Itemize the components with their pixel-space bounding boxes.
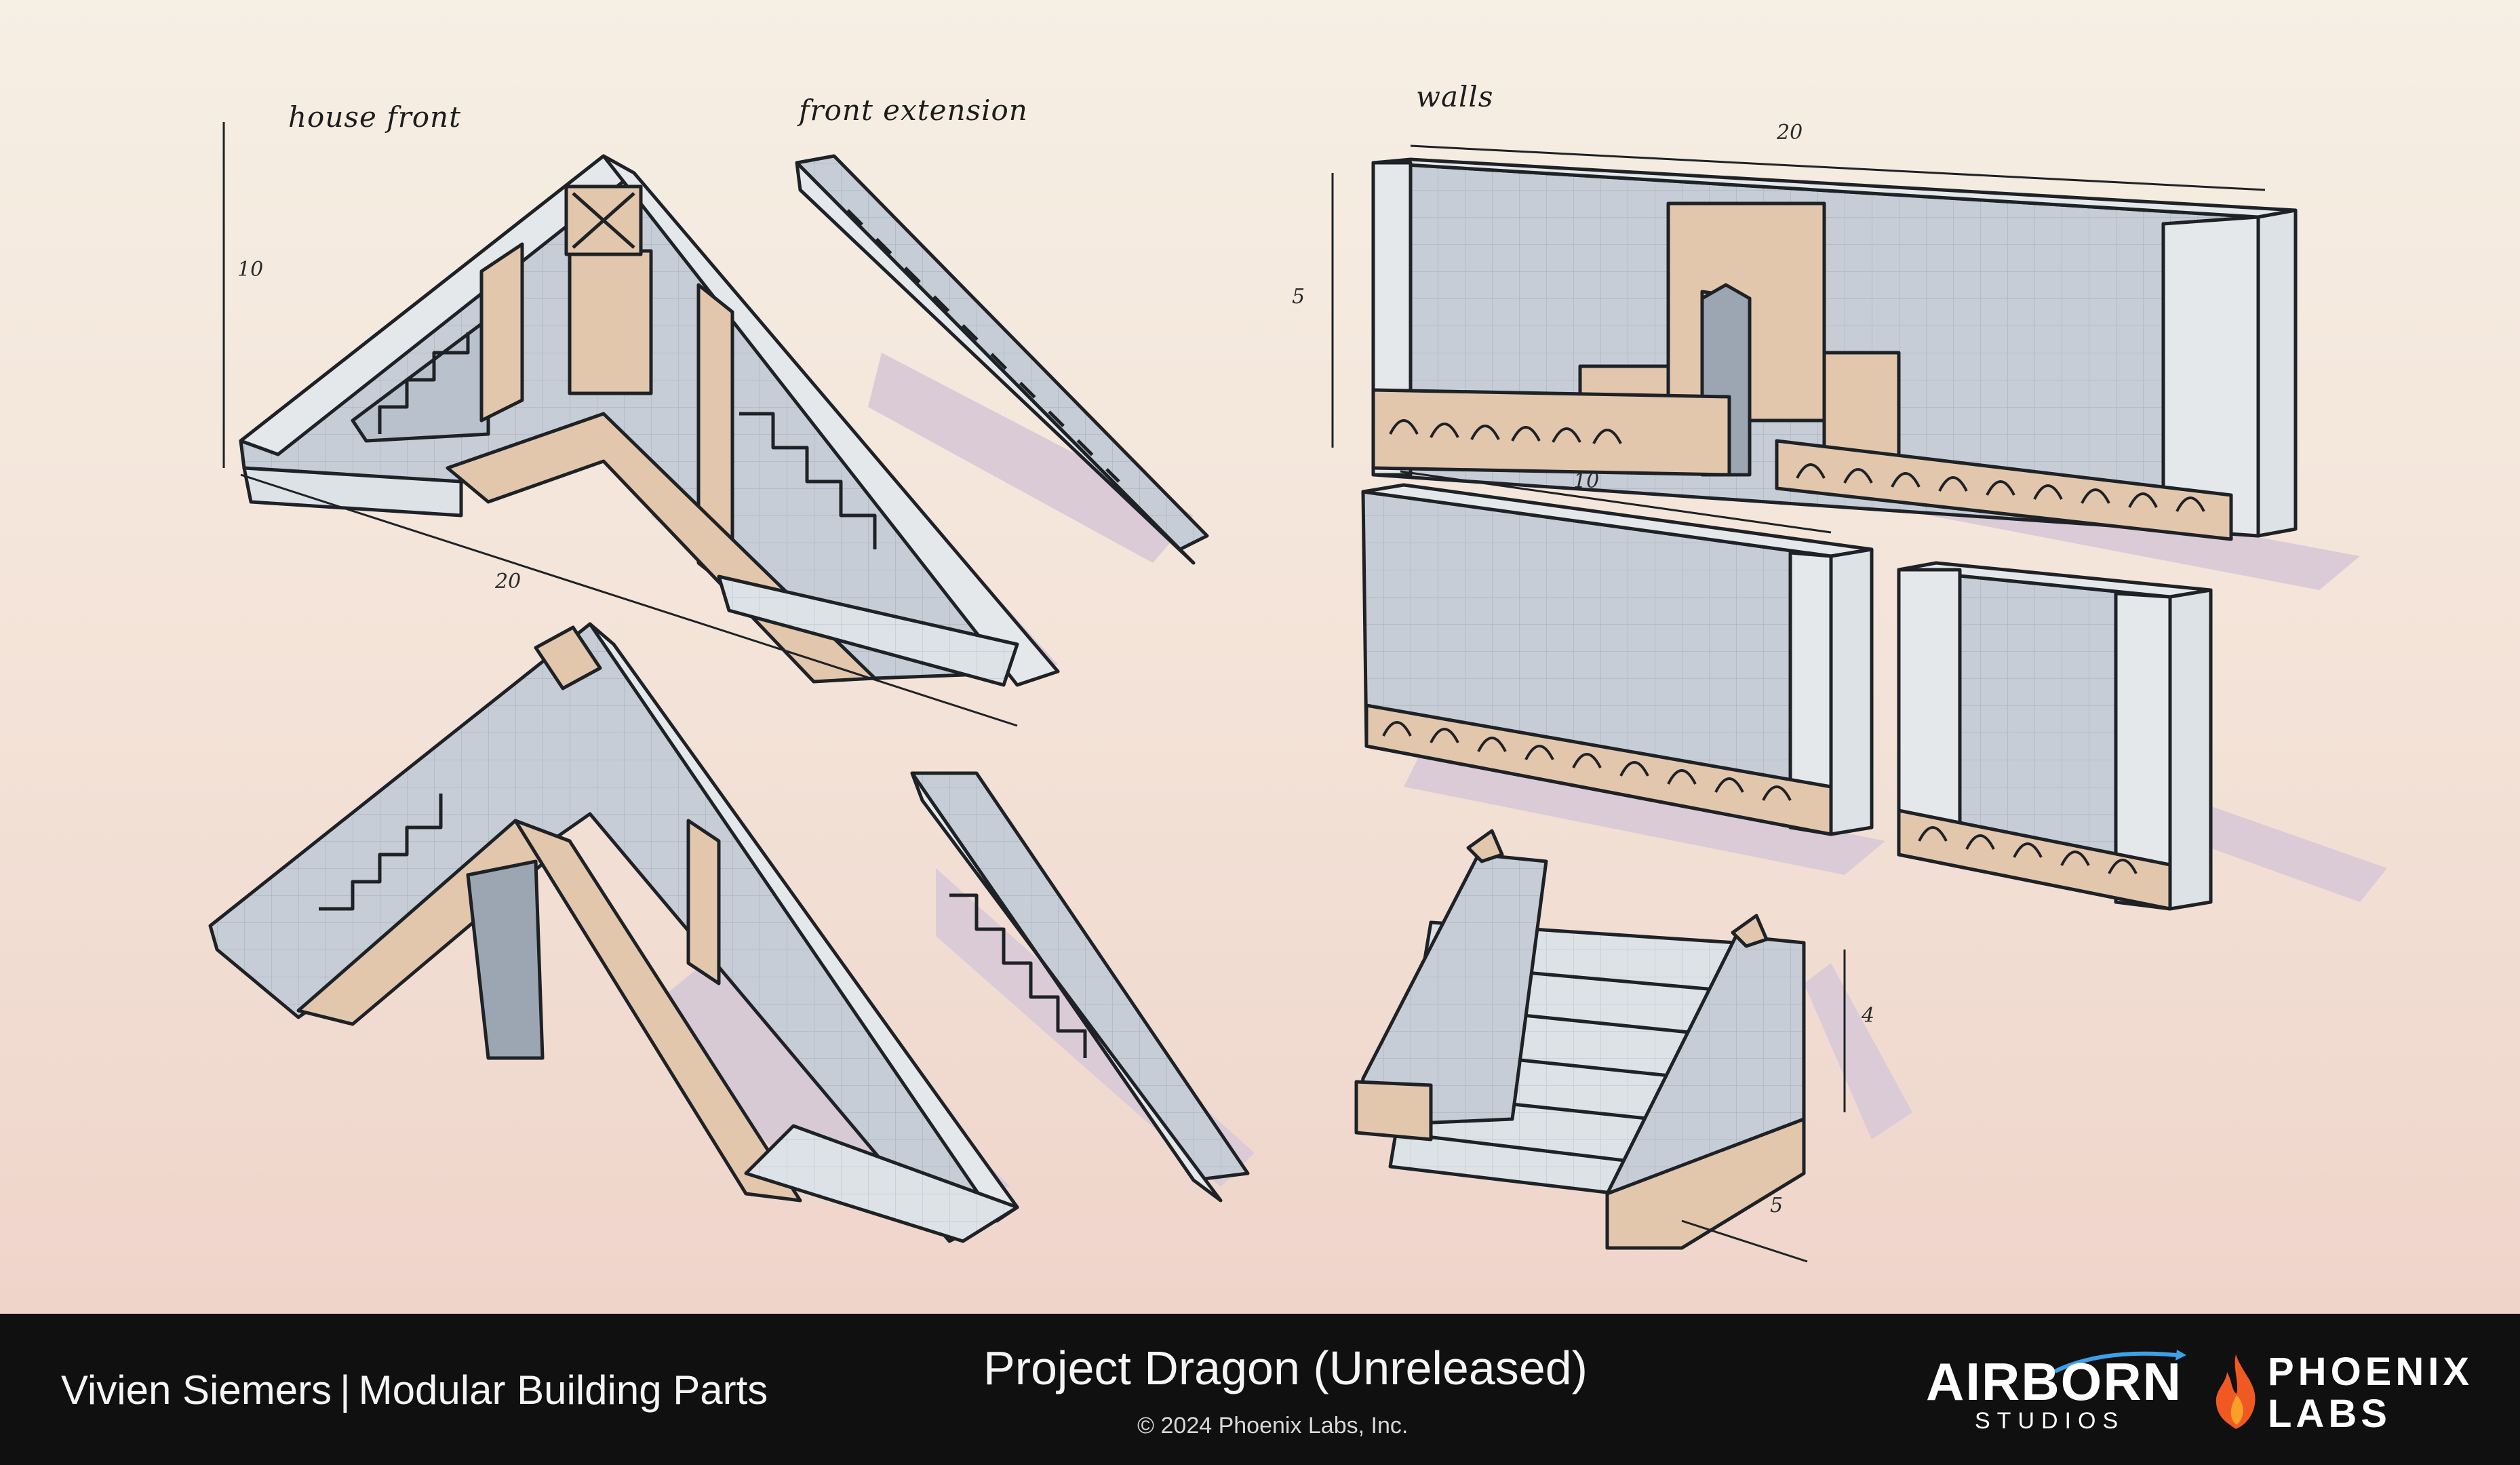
label-front-extension: front extension bbox=[799, 94, 1028, 127]
inner-stairs bbox=[319, 794, 443, 911]
credits-footer: Vivien Siemers|Modular Building Parts Pr… bbox=[0, 1314, 2520, 1465]
beam-face bbox=[910, 771, 1250, 1182]
wood-post-1 bbox=[479, 242, 524, 423]
dimension-line-width bbox=[1400, 470, 1832, 534]
porch-opening bbox=[466, 859, 545, 1060]
dimension-line-width bbox=[240, 473, 1018, 727]
shadow bbox=[1404, 746, 1885, 875]
porch-base bbox=[744, 1124, 1019, 1243]
trim-arches bbox=[1389, 419, 2205, 512]
inner-stairs-right bbox=[739, 412, 877, 549]
wall-small bbox=[1897, 561, 2387, 911]
inner-stairs-left bbox=[378, 332, 470, 434]
step-lines bbox=[1393, 961, 1723, 1169]
wall-large bbox=[1331, 144, 2360, 590]
stair-pattern bbox=[949, 893, 1087, 1058]
wood-post bbox=[686, 819, 721, 985]
dimension-wall-width: 20 bbox=[1777, 121, 1803, 144]
finial-left bbox=[1466, 829, 1504, 863]
house-front-bottom bbox=[208, 622, 1019, 1243]
shadow bbox=[868, 353, 1194, 563]
porch-arch-right bbox=[513, 819, 802, 1203]
side-left-base bbox=[1354, 1080, 1433, 1141]
beam-side bbox=[795, 161, 1196, 565]
dimension-line-depth bbox=[1681, 1219, 1808, 1263]
airborn-wordmark: AIRBORN bbox=[1926, 1352, 2182, 1411]
dimension-house-width: 20 bbox=[495, 570, 521, 593]
wood-post-2 bbox=[568, 249, 653, 395]
finial-right bbox=[1731, 914, 1769, 948]
side-right-trim bbox=[1605, 1117, 1806, 1250]
beam-side bbox=[910, 771, 1223, 1203]
trim-arches bbox=[1382, 721, 1792, 801]
stairs bbox=[1354, 829, 1912, 1263]
roof-edge-right bbox=[602, 154, 1060, 687]
side-left bbox=[1354, 853, 1548, 1128]
airborn-studios-logo: AIRBORN STUDIOS bbox=[1926, 1350, 2211, 1439]
trim-right bbox=[1775, 439, 2233, 541]
stair-right bbox=[1822, 351, 1901, 463]
wall-side bbox=[1829, 547, 1874, 836]
dimension-house-height: 10 bbox=[237, 258, 264, 281]
label-house-front: house front bbox=[288, 100, 461, 134]
swoosh-icon bbox=[2053, 1350, 2186, 1373]
labs-wordmark: LABS bbox=[2268, 1392, 2391, 1436]
phoenix-labs-logo: PHOENIX LABS bbox=[2212, 1349, 2497, 1444]
wall-side bbox=[2256, 208, 2298, 538]
medallion bbox=[534, 625, 602, 690]
artist-name: Vivien Siemers bbox=[61, 1367, 332, 1413]
wall-medium bbox=[1361, 470, 1885, 875]
concept-sketch bbox=[208, 122, 2387, 1263]
dimension-line-width bbox=[1410, 144, 2266, 191]
house-front-top bbox=[222, 122, 1060, 727]
phoenix-wordmark: PHOENIX bbox=[2268, 1350, 2474, 1394]
trim bbox=[1364, 703, 1833, 836]
airborn-subtitle: STUDIOS bbox=[1975, 1408, 2125, 1434]
trim-left bbox=[1371, 388, 1731, 477]
medallion-x bbox=[572, 192, 635, 249]
shadow bbox=[1804, 963, 1912, 1139]
copyright-notice: © 2024 Phoenix Labs, Inc. bbox=[1137, 1413, 1409, 1439]
credit-separator: | bbox=[340, 1367, 351, 1413]
artwork-canvas: house front front extension walls 10 20 … bbox=[0, 0, 2520, 1314]
dimension-stairs-depth: 5 bbox=[1770, 1194, 1784, 1217]
dimension-wall-medium-width: 10 bbox=[1573, 469, 1600, 493]
flame-icon bbox=[2216, 1354, 2256, 1429]
front-extension-bottom bbox=[910, 771, 1255, 1203]
artist-credit: Vivien Siemers|Modular Building Parts bbox=[61, 1367, 768, 1413]
dimension-wall-height: 5 bbox=[1292, 285, 1305, 309]
project-title: Project Dragon (Unreleased) bbox=[983, 1342, 1588, 1394]
front-extension-top bbox=[795, 154, 1209, 565]
pillar-right bbox=[2161, 215, 2260, 538]
base-board bbox=[242, 466, 463, 517]
label-walls: walls bbox=[1416, 80, 1494, 113]
artwork-title: Modular Building Parts bbox=[358, 1367, 768, 1413]
trim bbox=[1897, 808, 2172, 911]
dimension-stairs-height: 4 bbox=[1862, 1004, 1875, 1028]
base-right bbox=[717, 574, 1019, 687]
trim-arches bbox=[1918, 826, 2138, 874]
wall-side bbox=[2168, 588, 2213, 911]
